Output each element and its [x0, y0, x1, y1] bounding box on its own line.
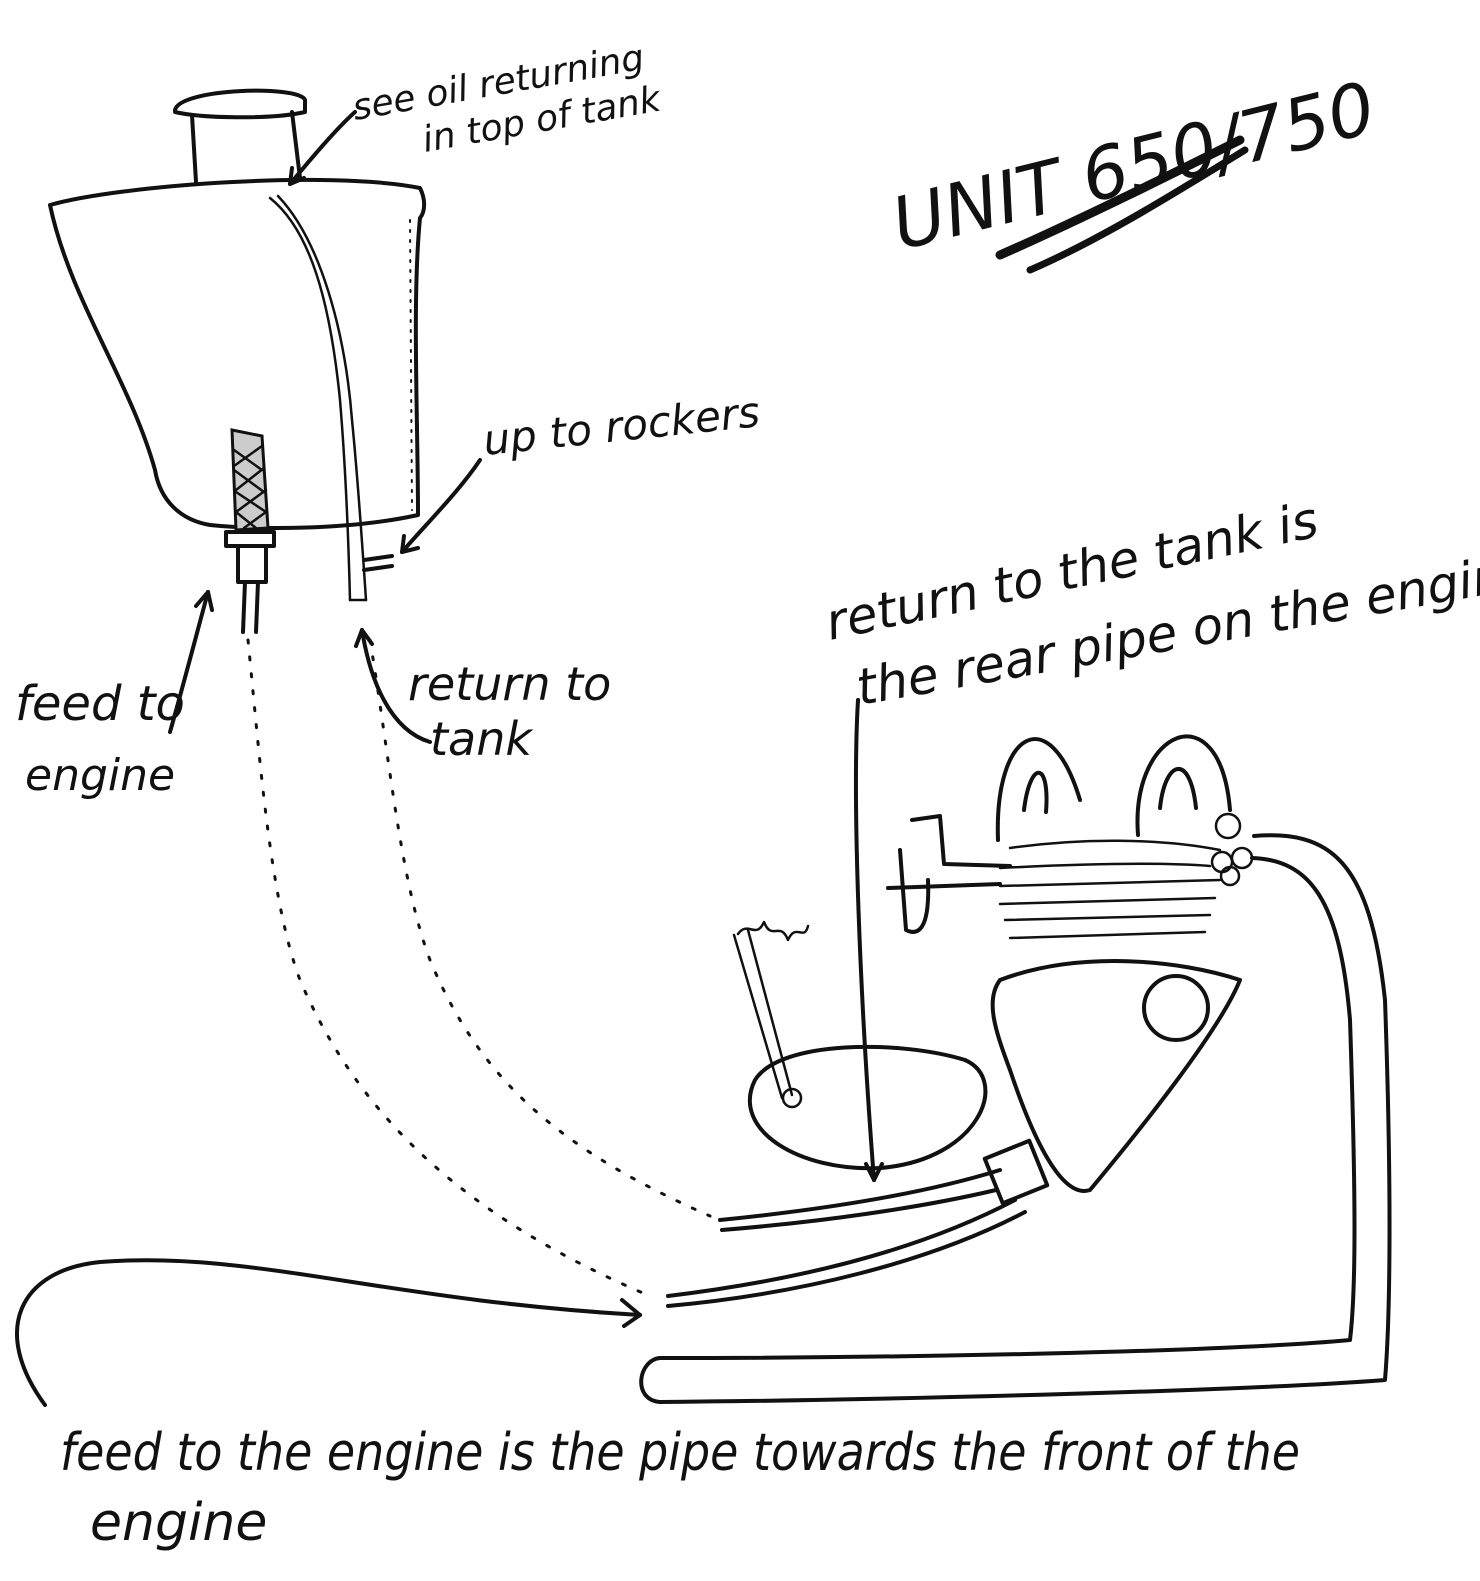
rockers-label: up to rockers — [481, 387, 762, 465]
feed-note-label-1: feed to the engine is the pipe towards t… — [60, 1423, 1300, 1483]
return-to-tank-label-2: tank — [430, 712, 534, 766]
engine — [641, 736, 1389, 1402]
oil-tank — [50, 91, 424, 632]
return-to-tank-label-1: return to — [408, 657, 611, 711]
feed-to-engine-label-2: engine — [25, 750, 175, 801]
filter-screen — [232, 430, 268, 530]
annotations: UNIT 650/750 see oil returning in top of… — [15, 37, 1480, 1553]
title-text: UNIT 650/750 — [884, 66, 1383, 267]
feed-to-engine-label-1: feed to — [15, 676, 185, 732]
feed-note-label-2: engine — [90, 1493, 267, 1553]
